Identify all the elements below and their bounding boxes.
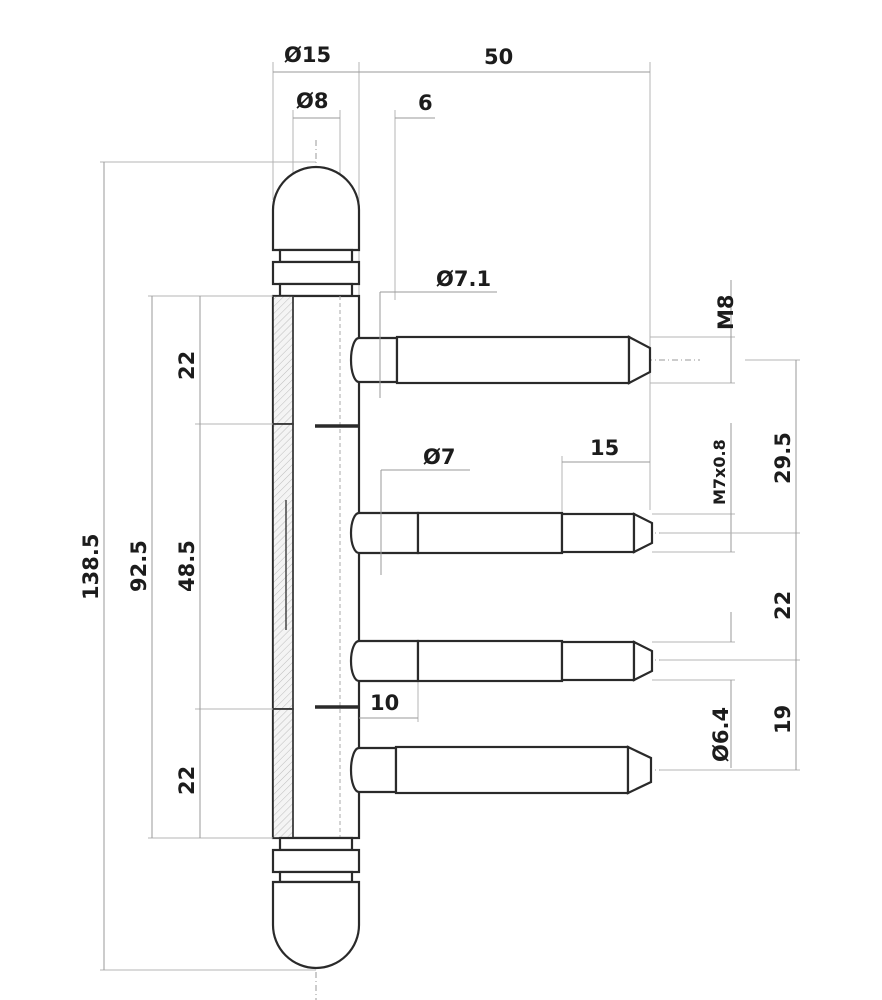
dim-pin2-diameter: Ø7 [423,445,455,469]
dim-thread-length: 15 [590,436,619,460]
bottom-cap [271,880,361,970]
dim-thread-mid: M7x0.8 [710,439,729,505]
dim-spacing-2: 22 [771,591,795,620]
bottom-ring-3 [278,870,354,884]
bottom-ring-2 [271,848,361,874]
dim-pin1-diameter: Ø7.1 [436,267,491,291]
dim-collar-length: 10 [370,691,399,715]
top-ring-3 [278,282,354,298]
pin-2 [349,511,654,555]
pin-dimensions: Ø7.1 Ø7 15 10 [359,267,650,722]
dim-thread-top: M8 [714,294,738,330]
right-dimensions: M8 M7x0.8 Ø6.4 29.5 22 19 [650,280,800,771]
dim-overall-height: 138.5 [79,534,103,600]
dim-spacing-1: 29.5 [771,432,795,484]
dim-pin4-diameter: Ø6.4 [709,707,733,762]
top-cap [271,165,361,252]
dim-middle-section: 48.5 [175,540,199,592]
pin-3 [349,639,654,683]
dim-body-height: 92.5 [127,540,151,592]
top-dimensions: Ø15 50 Ø8 6 [273,43,650,119]
left-dimensions: 138.5 92.5 48.5 22 22 [79,161,316,971]
dim-pin-length: 50 [484,45,513,69]
dim-inner-diameter: Ø8 [296,89,328,113]
top-ring-1 [278,248,354,264]
dim-outer-diameter: Ø15 [284,43,331,67]
pin-1 [349,335,652,385]
top-ring-2 [271,260,361,286]
dim-lower-section: 22 [175,766,199,795]
dim-spacing-3: 19 [771,705,795,734]
bottom-ring-1 [278,836,354,852]
hinge-body [271,165,361,970]
dim-collar-offset: 6 [418,91,433,115]
pin-4 [349,745,653,795]
dim-upper-section: 22 [175,351,199,380]
